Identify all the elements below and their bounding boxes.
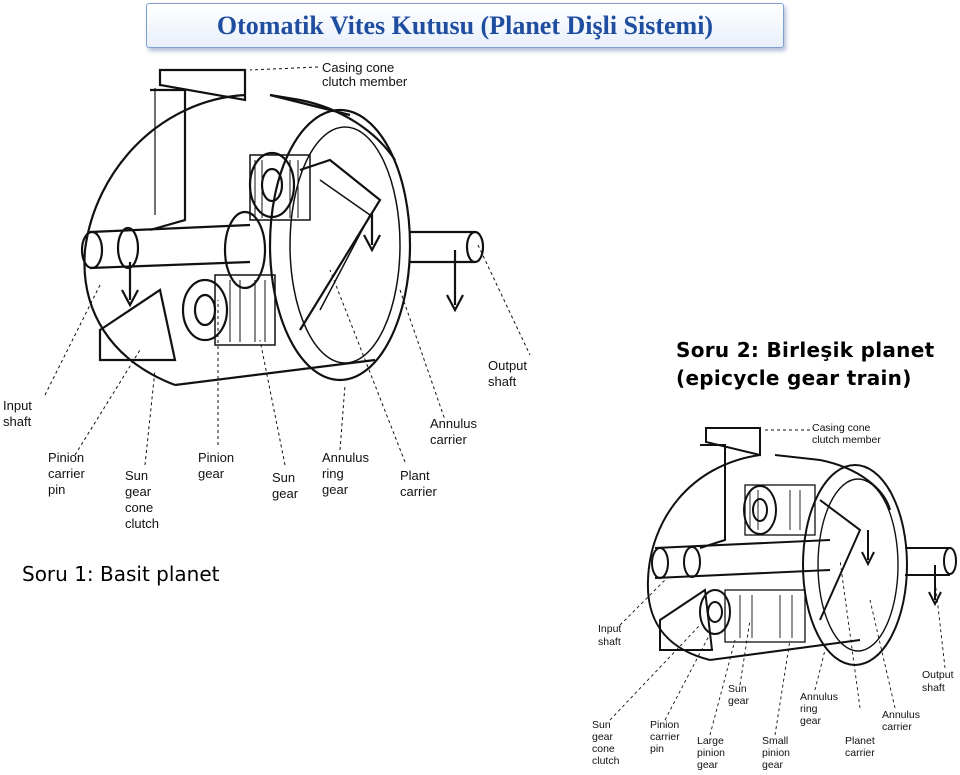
compound-planetary-diagram [646,427,957,666]
caption-question-1: Soru 1: Basit planet [22,562,220,586]
page-title: Otomatik Vites Kutusu (Planet Dişli Sist… [216,10,714,40]
caption-question-2-line1: Soru 2: Birleşik planet [676,338,935,362]
caption-question-2-line2: (epicycle gear train) [676,366,912,390]
title-banner: Otomatik Vites Kutusu (Planet Dişli Sist… [146,3,784,48]
caption-question-2: Soru 2: Birleşik planet (epicycle gear t… [676,336,934,392]
